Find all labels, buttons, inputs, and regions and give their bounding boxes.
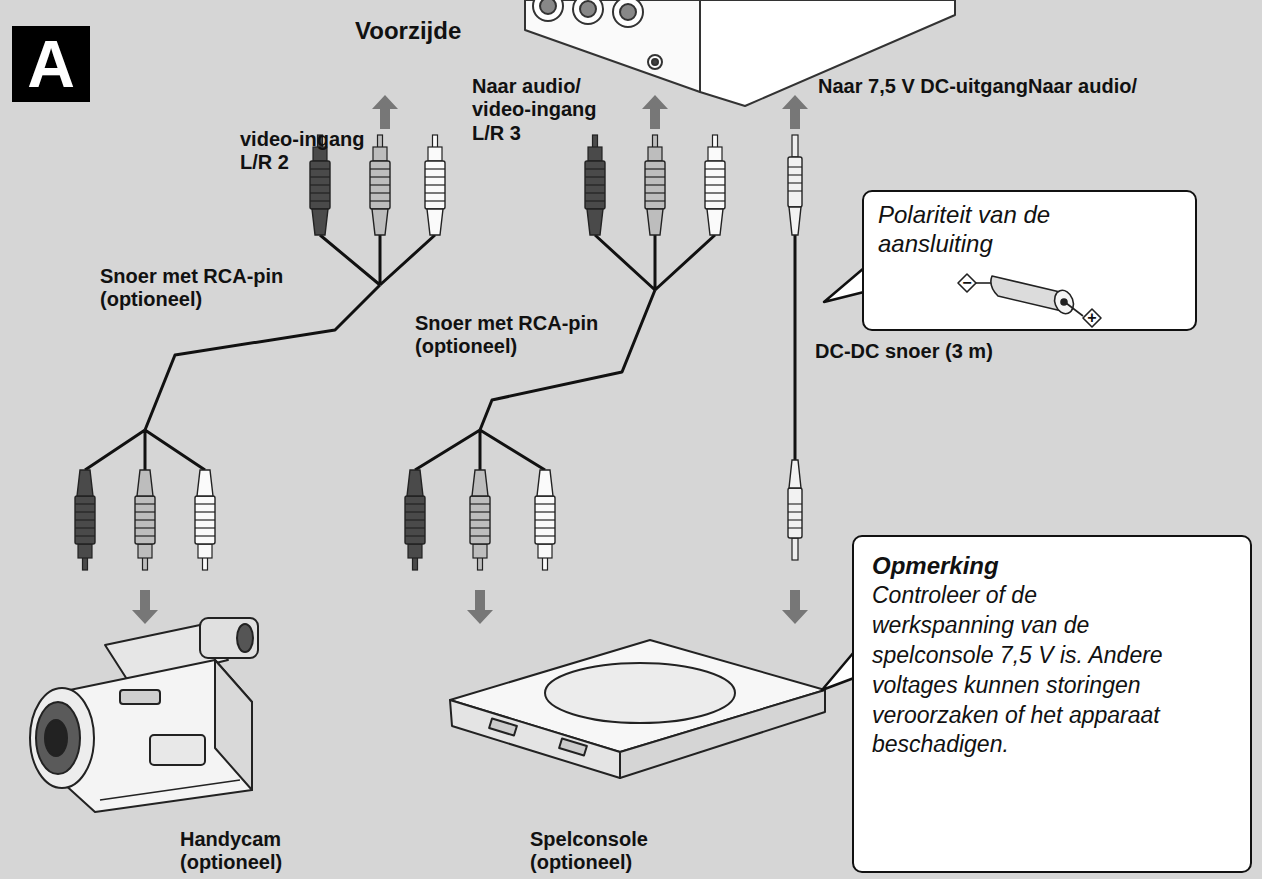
- polarity-symbol: −: [958, 271, 976, 295]
- device-label: Handycam (optioneel): [180, 828, 330, 875]
- cable-label: Snoer met RCA-pin (optioneel): [415, 312, 615, 359]
- section-tag: A: [12, 26, 90, 102]
- polarity-callout: Polariteit van de aansluiting: [862, 190, 1197, 331]
- direction-arrow: [132, 95, 808, 624]
- device-label: Spelconsole (optioneel): [530, 828, 690, 875]
- rca-plug: [75, 135, 725, 570]
- game-console: [450, 640, 825, 778]
- section-letter: A: [27, 31, 75, 97]
- note-heading: Opmerking: [872, 551, 1232, 581]
- callout-title: Polariteit van de aansluiting: [878, 200, 1063, 259]
- dc-plug: [788, 135, 802, 560]
- cable-label: DC-DC snoer (3 m): [815, 340, 993, 363]
- panel-name: Voorzijde: [355, 17, 461, 45]
- note-body: Controleer of de werkspanning van de spe…: [872, 581, 1172, 760]
- camcorder: [30, 618, 258, 812]
- cable: [85, 235, 795, 470]
- note-callout: OpmerkingControleer of de werkspanning v…: [852, 535, 1252, 873]
- connector-label: Naar audio/ video-ingang L/R 3: [472, 75, 612, 145]
- cable-label: Snoer met RCA-pin (optioneel): [100, 265, 315, 312]
- connector-label: video-ingang L/R 2: [240, 128, 372, 175]
- polarity-symbol: +: [1083, 306, 1101, 330]
- connector-label: Naar 7,5 V DC-uitgangNaar audio/: [818, 75, 1137, 98]
